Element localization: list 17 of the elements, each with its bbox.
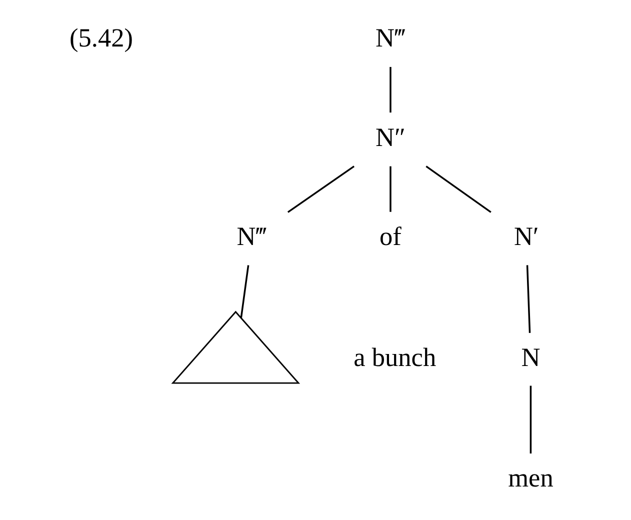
- connector: [425, 166, 491, 213]
- connector: [389, 66, 391, 113]
- connector: [389, 166, 391, 212]
- node-text: N″: [375, 122, 405, 152]
- node-triangle: [170, 310, 300, 384]
- node-text: N‴: [236, 222, 266, 252]
- node-label: a bunch: [353, 342, 436, 372]
- node-text: N: [520, 342, 540, 372]
- connector: [286, 166, 354, 213]
- label: (5.42): [69, 24, 133, 53]
- node-text: N′: [513, 222, 538, 252]
- connector: [526, 265, 530, 333]
- connector: [529, 386, 532, 454]
- node-text: men: [508, 463, 553, 492]
- node-text: of: [379, 222, 401, 252]
- node-text: N‴: [375, 24, 405, 53]
- connector: [240, 265, 249, 318]
